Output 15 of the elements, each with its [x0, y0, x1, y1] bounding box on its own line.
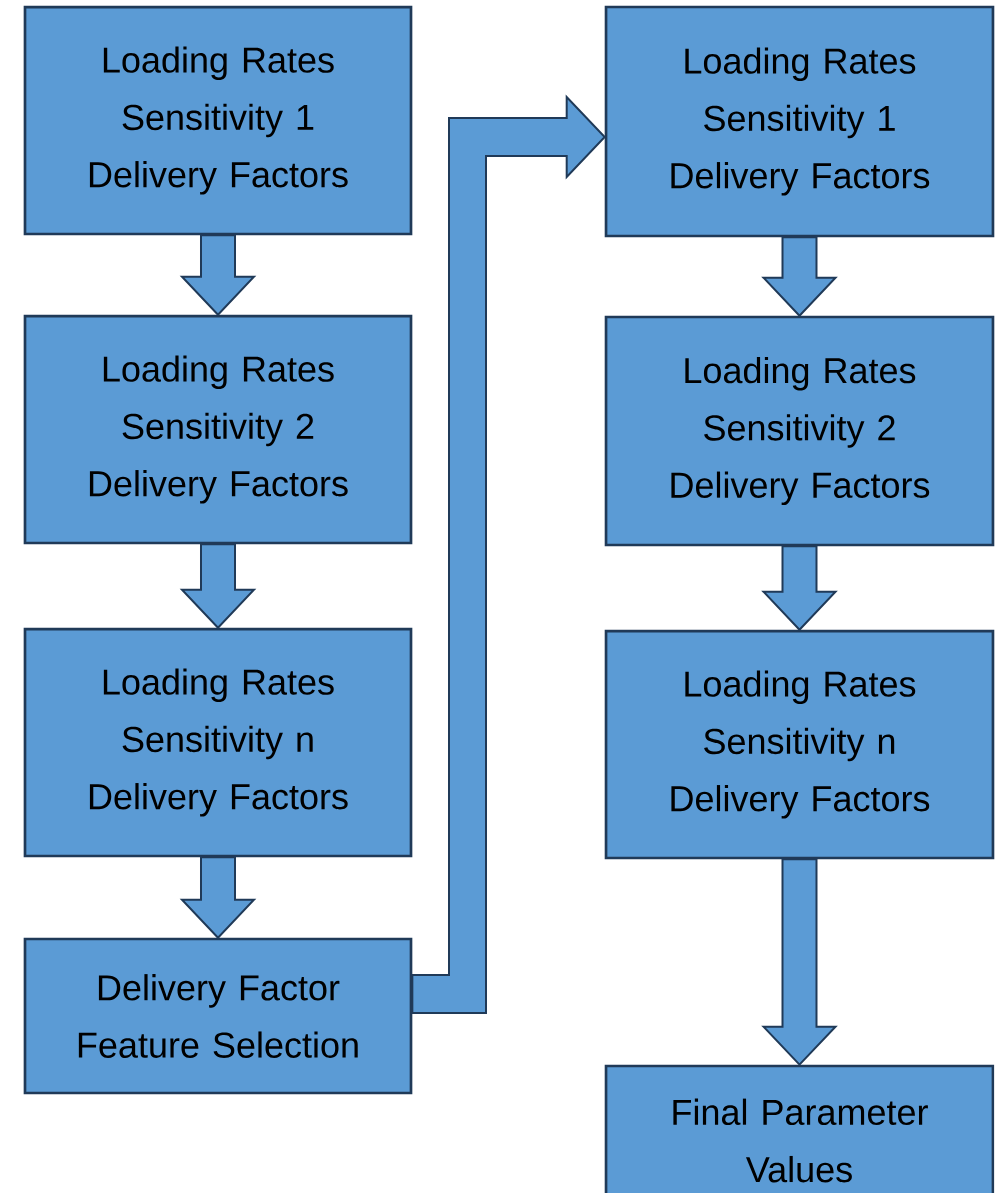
process-box: Loading Rates Sensitivity 2 Delivery Factors — [23, 314, 413, 545]
process-box: Final Parameter Values — [604, 1064, 995, 1193]
process-box: Loading Rates Sensitivity 1 Delivery Factors — [604, 5, 995, 238]
block-arrow — [179, 543, 257, 630]
block-arrow — [761, 545, 838, 632]
block-arrow — [179, 856, 257, 940]
process-box: Loading Rates Sensitivity n Delivery Factors — [23, 627, 413, 858]
process-box: Delivery Factor Feature Selection — [23, 937, 413, 1095]
process-box: Loading Rates Sensitivity 1 Delivery Factors — [23, 5, 413, 236]
block-arrow — [761, 858, 838, 1067]
block-arrow — [179, 234, 257, 317]
process-box: Loading Rates Sensitivity 2 Delivery Factors — [604, 315, 995, 547]
block-arrow — [761, 236, 838, 318]
block-arrow — [411, 94, 607, 1014]
process-box: Loading Rates Sensitivity n Delivery Factors — [604, 629, 995, 860]
